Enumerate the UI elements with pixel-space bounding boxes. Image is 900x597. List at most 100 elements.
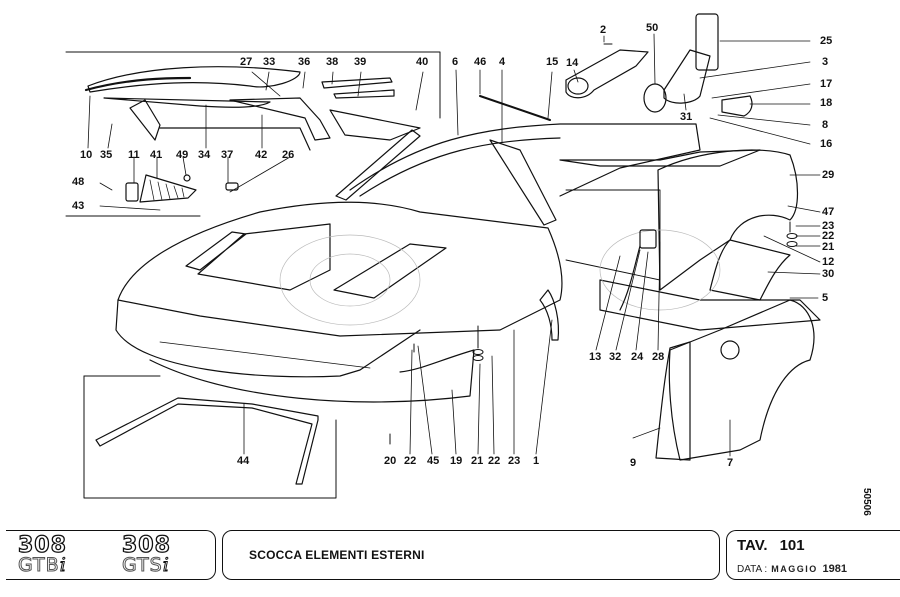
wiper-46 — [479, 95, 551, 121]
callout-14: 14 — [566, 57, 579, 69]
engine-bay — [559, 149, 761, 167]
callout-48: 48 — [72, 176, 85, 188]
trim-strip-38 — [321, 77, 393, 89]
callout-8: 8 — [822, 119, 829, 131]
lock-24 — [639, 229, 657, 249]
callout-37: 37 — [221, 149, 234, 161]
callout-30: 30 — [822, 268, 835, 280]
callout-2: 2 — [600, 24, 607, 36]
targa-frame-40 — [129, 99, 161, 141]
roof-line-inner — [359, 137, 561, 197]
seal-inset-frame — [83, 375, 337, 499]
callout-38: 38 — [326, 56, 339, 68]
callout-33: 33 — [263, 56, 276, 68]
table-number: 101 — [779, 537, 805, 554]
roof-panel-33 — [87, 66, 301, 93]
callout-40: 40 — [416, 56, 429, 68]
date-month: MAGGIO — [771, 564, 818, 574]
callout-11: 11 — [128, 149, 140, 161]
rear-floor — [599, 279, 821, 331]
model-number: 308 — [17, 533, 67, 558]
callout-32: 32 — [609, 351, 622, 363]
callout-34: 34 — [198, 149, 211, 161]
callout-44: 44 — [237, 455, 250, 467]
callout-31: 31 — [680, 111, 693, 123]
sheet-info-block: TAV.101 DATA :MAGGIO 1981 — [726, 530, 900, 580]
wheel-arch-1 — [539, 289, 560, 341]
latch-37 — [225, 182, 239, 191]
side-vent-18 — [721, 95, 753, 117]
rear-quarter-29 — [657, 149, 799, 291]
callout-47: 47 — [822, 206, 835, 218]
date-year: 1981 — [822, 563, 847, 575]
hinge-11 — [125, 182, 139, 202]
grommet-50 — [643, 83, 667, 113]
leader-lines — [87, 33, 821, 457]
callout-15: 15 — [546, 56, 559, 68]
model-variant-text: GTB — [18, 554, 60, 576]
front-hood-vents — [185, 223, 447, 299]
callout-3: 3 — [822, 56, 829, 68]
callout-12: 12 — [822, 256, 835, 268]
callout-21-right: 21 — [822, 241, 835, 253]
model-suffix: i — [162, 554, 170, 576]
roof-seal-10 — [84, 76, 192, 92]
callout-20: 20 — [384, 455, 397, 467]
roof-line-15 — [349, 123, 701, 197]
model-number: 308 — [121, 533, 171, 558]
document-number: 50506 — [861, 488, 872, 516]
callout-24: 24 — [631, 351, 644, 363]
callout-18: 18 — [820, 97, 833, 109]
trim-strip-39 — [333, 89, 395, 99]
callout-49: 49 — [176, 149, 189, 161]
callout-22-right: 22 — [822, 230, 835, 242]
front-bumper — [115, 299, 421, 378]
side-panel-7 — [668, 299, 815, 461]
callout-23-front: 23 — [508, 455, 521, 467]
front-hood — [117, 201, 563, 337]
model-logo-gtbi: 308 GTBi — [17, 533, 67, 576]
roof-parts-inset-frame — [65, 51, 441, 119]
callout-6: 6 — [452, 56, 459, 68]
callout-10: 10 — [80, 149, 93, 161]
model-logo-block: 308 GTBi 308 GTSi — [6, 530, 216, 580]
model-suffix: i — [59, 554, 67, 576]
callout-35: 35 — [100, 149, 113, 161]
windscreen-frame-6 — [335, 129, 421, 201]
callout-22-front-b: 22 — [488, 455, 501, 467]
callout-1: 1 — [533, 455, 540, 467]
windscreen-seal-44 — [95, 397, 319, 485]
bracket-25 — [695, 13, 719, 71]
model-variant: GTBi — [18, 554, 67, 576]
sheet-title: SCOCCA ELEMENTI ESTERNI — [249, 548, 425, 562]
callout-21-front: 21 — [471, 455, 484, 467]
callout-43: 43 — [72, 200, 85, 212]
callout-5: 5 — [822, 292, 829, 304]
model-logo-gtsi: 308 GTSi — [121, 533, 171, 576]
callout-9: 9 — [630, 457, 637, 469]
side-grille-41 — [139, 174, 197, 203]
callout-16: 16 — [820, 138, 833, 150]
callout-17: 17 — [820, 78, 833, 90]
callout-28: 28 — [652, 351, 665, 363]
callout-39: 39 — [354, 56, 367, 68]
callout-7: 7 — [727, 457, 734, 469]
callout-46: 46 — [474, 56, 487, 68]
callout-23-right: 23 — [822, 220, 835, 232]
roof-liner-34 — [103, 97, 271, 108]
date-row: DATA :MAGGIO 1981 — [737, 563, 847, 575]
air-duct-14 — [565, 49, 649, 99]
front-spoiler-19 — [149, 349, 475, 403]
callout-4: 4 — [499, 56, 506, 68]
callout-25: 25 — [820, 35, 833, 47]
rear-inner-arch-30 — [709, 239, 791, 301]
a-pillar-4 — [489, 139, 557, 226]
table-number-row: TAV.101 — [737, 537, 805, 554]
callout-42: 42 — [255, 149, 268, 161]
callout-22-front: 22 — [404, 455, 417, 467]
callout-41: 41 — [150, 149, 163, 161]
fastener-49 — [183, 174, 191, 182]
callout-19: 19 — [450, 455, 463, 467]
sheet-title-block: SCOCCA ELEMENTI ESTERNI — [222, 530, 720, 580]
callout-45: 45 — [427, 455, 440, 467]
